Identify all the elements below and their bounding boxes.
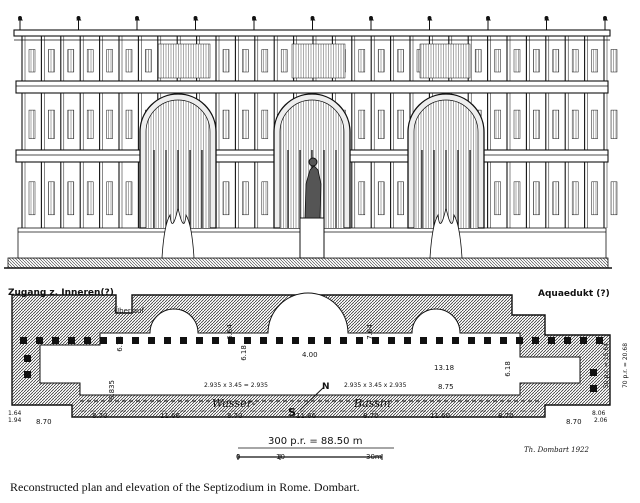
- dim-bottom-1: 8.70: [36, 418, 52, 426]
- pier: [548, 337, 555, 344]
- figure-caption: Reconstructed plan and elevation of the …: [10, 480, 360, 494]
- pier: [580, 337, 587, 344]
- scale-mid-label: 10: [276, 453, 285, 461]
- pier: [452, 337, 459, 344]
- fountain: [161, 207, 195, 259]
- basin-label-bassin: Bassin: [354, 397, 391, 410]
- statue: [304, 165, 322, 219]
- dim-bottom-3: 11.66: [160, 412, 181, 420]
- fountain: [429, 207, 463, 259]
- pier: [132, 337, 139, 344]
- pier: [24, 371, 31, 378]
- frieze-panel: [157, 43, 211, 79]
- pier: [564, 337, 571, 344]
- pier: [340, 337, 347, 344]
- dim-misc-7: 6.835: [108, 379, 117, 401]
- overflow-label: Überlauf: [114, 307, 144, 315]
- pier: [356, 337, 363, 344]
- dim-misc-12: 1.64: [8, 410, 22, 417]
- dim-misc-1: 6.18: [239, 345, 248, 361]
- pier: [596, 337, 603, 344]
- north-marker: N: [322, 382, 330, 392]
- elevation-drawing: [4, 16, 618, 269]
- dim-misc-4: 6.18: [503, 361, 512, 377]
- entrance-label: Zugang z. Inneren(?): [8, 288, 114, 298]
- pier: [468, 337, 475, 344]
- pier: [52, 337, 59, 344]
- dim-misc-6: 2.935 x 3.45 x 2.935: [344, 382, 407, 389]
- pier: [84, 337, 91, 344]
- pier: [388, 337, 395, 344]
- dim-bottom-7: 11.60: [430, 412, 451, 420]
- pier: [244, 337, 251, 344]
- pier: [100, 337, 107, 344]
- dim-bottom-9: 8.70: [566, 418, 582, 426]
- pier: [276, 337, 283, 344]
- signature: Th. Dombart 1922: [524, 446, 589, 454]
- dim-misc-10: 8.06: [592, 410, 606, 417]
- pier: [590, 369, 597, 376]
- pier: [420, 337, 427, 344]
- pier: [24, 355, 31, 362]
- scale-zero-label: 0: [236, 453, 241, 461]
- pier: [36, 337, 43, 344]
- pier: [484, 337, 491, 344]
- dim-misc-13: 1.94: [8, 417, 22, 424]
- dim-top-2: 7.64: [365, 324, 374, 340]
- pier: [164, 337, 171, 344]
- pier: [532, 337, 539, 344]
- pier: [68, 337, 75, 344]
- dim-misc-8: 50 p.r. = 15.64: [603, 342, 611, 389]
- pier: [116, 337, 123, 344]
- pier: [324, 337, 331, 344]
- basin-label-wasser: Wasser-: [212, 397, 256, 410]
- south-marker: S: [288, 406, 296, 419]
- pier: [212, 337, 219, 344]
- pier: [372, 337, 379, 344]
- pier: [500, 337, 507, 344]
- pier: [292, 337, 299, 344]
- pier: [404, 337, 411, 344]
- statue-pedestal: [299, 217, 325, 259]
- dim-bottom-4: 8.70: [227, 412, 243, 420]
- pier: [148, 337, 155, 344]
- dim-bottom-5: 11.66: [296, 412, 317, 420]
- pier: [516, 337, 523, 344]
- dim-bottom-2: 8.70: [92, 412, 108, 420]
- aqueduct-label: Aquaedukt (?): [538, 289, 610, 299]
- pier: [228, 337, 235, 344]
- pier: [196, 337, 203, 344]
- frieze-panel: [419, 43, 471, 79]
- dim-misc-5: 2.935 x 3.45 = 2.935: [204, 382, 268, 389]
- dim-bottom-6: 8.70: [363, 412, 379, 420]
- pier: [308, 337, 315, 344]
- north-arrow: [299, 386, 325, 411]
- dim-top-1: 6.64: [225, 324, 234, 340]
- scale-end-label: 30m: [366, 453, 382, 461]
- pier: [590, 385, 597, 392]
- pier: [260, 337, 267, 344]
- dim-bottom-8: 8.70: [498, 412, 514, 420]
- floor-plan-drawing: [11, 292, 611, 460]
- pier: [20, 337, 27, 344]
- overall-dimension-label: 300 p.r. = 88.50 m: [268, 436, 363, 447]
- dim-misc-3: 8.75: [438, 383, 454, 391]
- frieze-panel: [291, 43, 346, 79]
- dim-top-4: 4.00: [302, 351, 318, 359]
- dim-misc-11: 2.06: [594, 417, 608, 424]
- dim-misc-9: 70 p.r. = 20.68: [622, 342, 630, 389]
- dim-top-3: 6.18: [115, 336, 124, 352]
- pier: [180, 337, 187, 344]
- dim-misc-2: 13.18: [434, 364, 455, 372]
- pier: [436, 337, 443, 344]
